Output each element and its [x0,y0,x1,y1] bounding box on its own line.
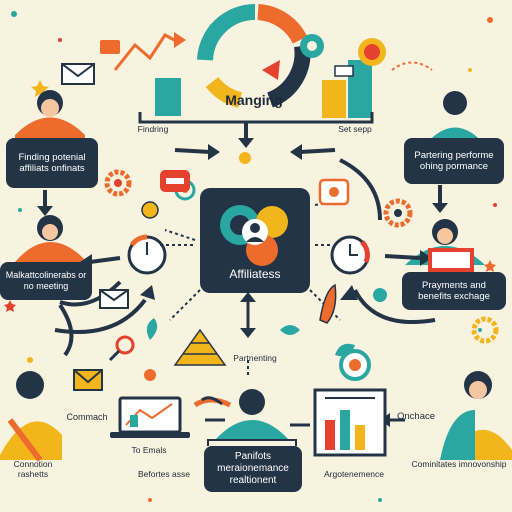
gear-icon [383,198,413,228]
gear-icon [104,169,132,197]
person-icon [0,371,62,462]
bar-chart-icon [300,34,433,118]
target-icon [339,349,371,381]
manging-label: Manging [225,92,283,108]
search-icon [108,335,135,362]
comintates-label: Cominitates imnovonship [411,459,507,469]
set-sepp-label: Set sepp [338,124,372,134]
handshake-icon [193,396,232,408]
relationship-box: Panifots meraionemance realtionent [204,446,302,492]
badge-icon [318,178,350,206]
rocket-icon [319,283,337,324]
onchace-label: Onchace [396,411,436,422]
lightbulb-icon [141,152,251,219]
growth-chart-icon [61,32,186,116]
bottom-connector [207,360,297,446]
envelope-icon [73,369,103,391]
person-icon [215,389,289,440]
commach-label: Commach [66,412,108,422]
laptop-icon [110,396,190,438]
finding-affiliates-box: Finding potenial affiliats onfinats [6,138,98,188]
plant-icon [146,318,355,357]
person-icon [15,90,85,145]
envelope-icon [99,289,129,309]
bar-chart-icon [313,388,387,457]
person-icon [440,371,512,460]
clock-icon [330,235,370,275]
connotion-label: Connotion rashetts [13,459,53,479]
person-icon [425,91,485,145]
payments-exchange-box: Prayments and benefits exchage [402,272,506,310]
emails-label: To Emals [131,445,167,455]
coin-icon [144,288,387,381]
pyramid-chart-icon [173,328,227,366]
befortes-label: Befortes asse [138,469,190,479]
top-cycle-icon [197,3,311,108]
top-connector [138,112,374,160]
argote-label: Argotenemence [323,469,384,479]
chat-icon [160,170,190,192]
clock-icon [127,234,167,275]
person-icon [15,215,87,262]
partnering-label: Partnenting [233,353,277,363]
partnering-performance-box: Partering performe ohing pormance [404,138,504,184]
finding-small-label: Findring [137,124,169,134]
gear-icon [471,316,499,344]
left-meeting-box: Malkattcolinerabs or no meeting [0,262,92,300]
center-node [200,188,310,293]
center-label: Affiliatess [229,267,281,281]
calendar-icon [428,248,474,272]
